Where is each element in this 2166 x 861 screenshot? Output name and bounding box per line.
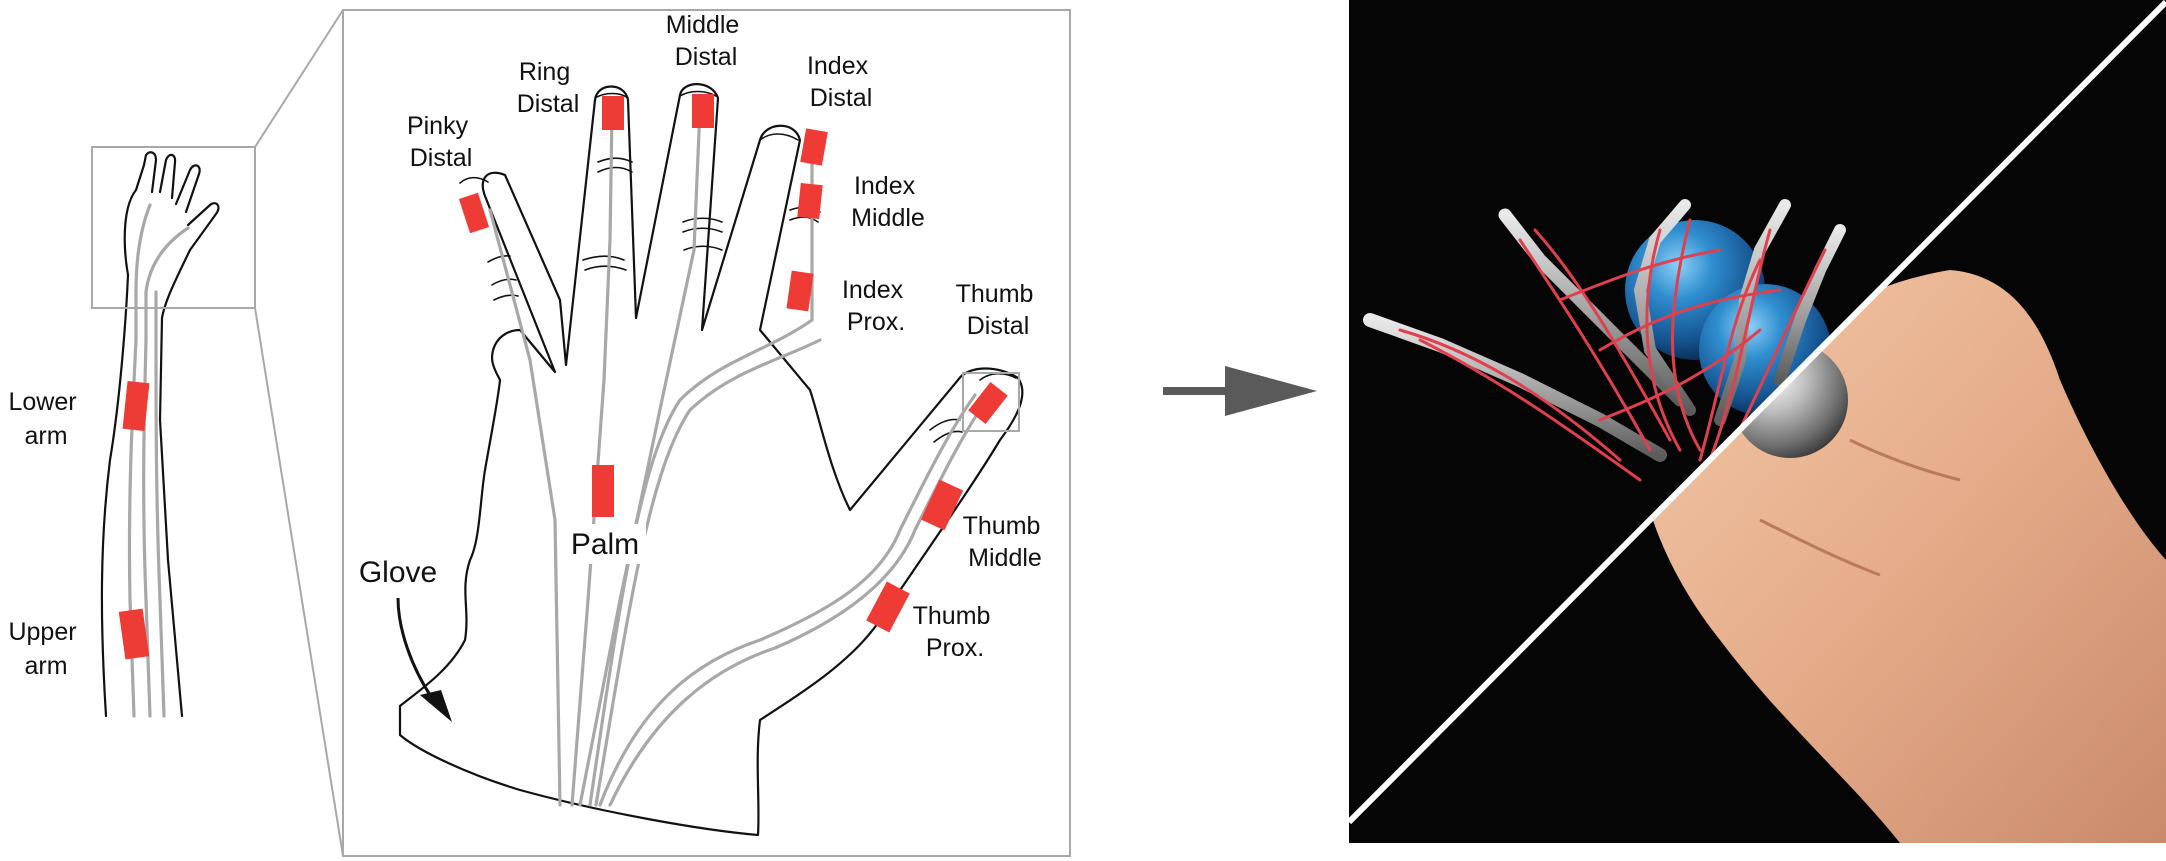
sensor-lower-arm: [122, 380, 150, 432]
arm-sketch: Lower arm Upper arm: [8, 9, 344, 857]
sensor-pads: [458, 94, 1008, 633]
label-lower-arm: Lower arm: [8, 388, 83, 450]
label-upper-arm: Upper arm: [8, 618, 83, 680]
label-index-middle: Index Middle: [851, 172, 925, 232]
label-index-prox: Index Prox.: [842, 276, 910, 336]
glove-wires: [488, 106, 992, 807]
glove-hand-outline: [398, 83, 1024, 837]
label-ring-distal: Ring Distal: [517, 58, 580, 118]
sensor-ring-distal: [602, 96, 624, 130]
simulation-photo: [1349, 0, 2166, 843]
label-thumb-distal: Thumb Distal: [956, 280, 1041, 340]
sensor-middle-distal: [692, 94, 714, 128]
arm-wires: [127, 290, 166, 718]
hand-detail-frame: [342, 9, 1071, 857]
right-arrow-icon: [1163, 366, 1317, 416]
sensor-thumb-middle: [920, 479, 964, 531]
thumb-distal-highlight-box: [962, 372, 1020, 432]
label-thumb-middle: Thumb Middle: [963, 512, 1048, 572]
sensor-upper-arm: [118, 608, 150, 660]
sensor-palm: [592, 465, 614, 517]
diagonal-divider: [1349, 0, 2166, 825]
sensor-index-middle: [797, 182, 823, 220]
label-pinky-distal: Pinky Distal: [407, 112, 475, 172]
label-glove: Glove: [359, 556, 437, 589]
sensor-thumb-distal: [968, 382, 1008, 424]
hand-zoom-frame: [91, 146, 256, 309]
label-middle-distal: Middle Distal: [666, 11, 747, 71]
label-thumb-prox: Thumb Prox.: [913, 602, 998, 662]
hand-detail-panel: Palm Glove Pinky Distal Ring Distal Midd…: [342, 9, 1071, 857]
real-hand-photo: [1640, 270, 2166, 843]
sensor-index-distal: [800, 128, 828, 166]
arm-outline-inner: [100, 273, 130, 718]
sensor-pinky-distal: [458, 192, 490, 234]
sensor-thumb-prox: [866, 581, 910, 633]
label-index-distal: Index Distal: [807, 52, 875, 112]
sensor-index-prox: [786, 270, 814, 312]
label-palm: Palm: [571, 528, 639, 561]
arm-outline: [123, 151, 220, 718]
curved-arrow-icon: [396, 597, 434, 699]
